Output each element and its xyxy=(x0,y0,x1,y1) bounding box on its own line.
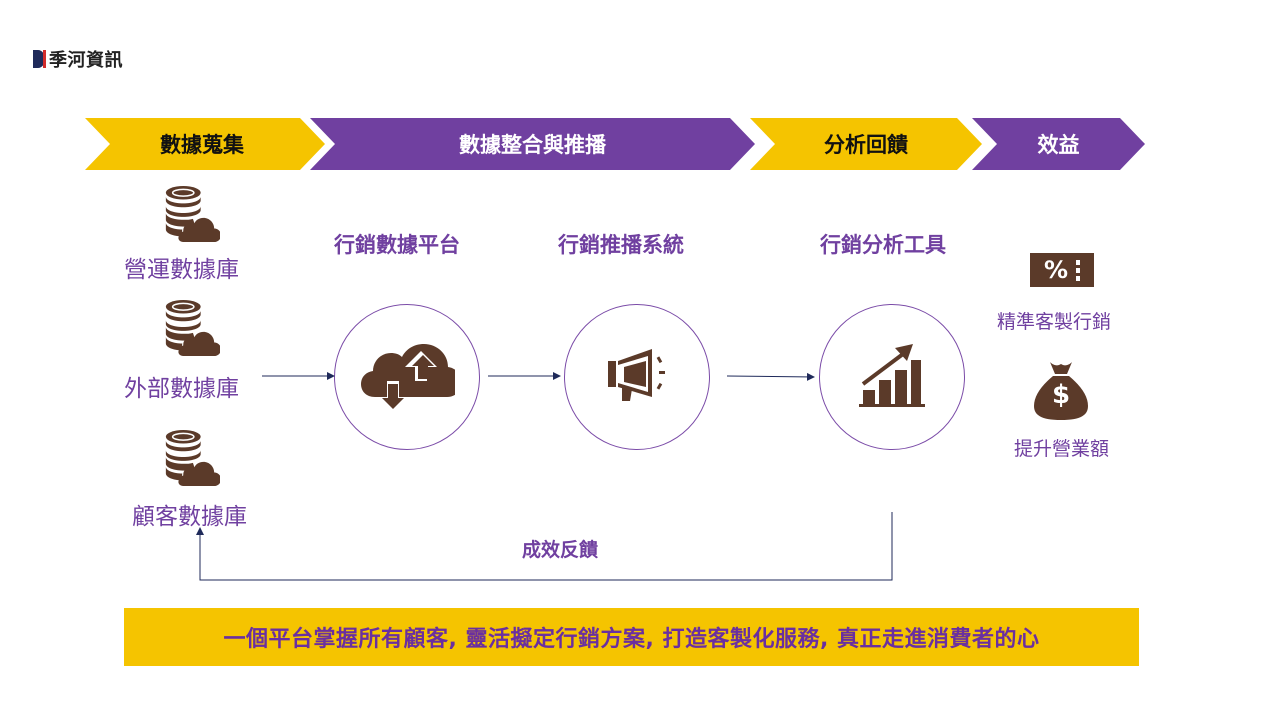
database-label: 營運數據庫 xyxy=(124,257,239,283)
benefit-label: 精準客製行銷 xyxy=(997,311,1112,333)
chevron-label: 分析回饋 xyxy=(824,133,908,157)
summary-banner: 一個平台掌握所有顧客, 靈活擬定行銷方案, 打造客製化服務, 真正走進消費者的心 xyxy=(124,608,1139,666)
analysis-tool-circle xyxy=(819,304,965,450)
database-label: 外部數據庫 xyxy=(124,376,239,402)
discount-percent-symbol: % xyxy=(1043,256,1069,284)
chevron-analysis-feedback: 分析回饋 xyxy=(750,118,982,170)
chevron-data-integration: 數據整合與推播 xyxy=(310,118,755,170)
logo-mark-icon xyxy=(33,48,47,70)
chevron-label: 效益 xyxy=(1037,133,1080,157)
push-system-circle xyxy=(564,304,710,450)
money-bag-icon: $ xyxy=(1032,358,1090,426)
benefit-label: 提升營業額 xyxy=(1014,438,1110,460)
feedback-label: 成效反饋 xyxy=(522,539,599,561)
megaphone-icon xyxy=(602,347,672,407)
arrow-push-to-analysis xyxy=(726,372,815,381)
tool-label-analysis-tool: 行銷分析工具 xyxy=(820,233,946,257)
database-label: 顧客數據庫 xyxy=(132,504,247,530)
company-logo: 季河資訊 xyxy=(33,46,123,72)
growth-chart-icon xyxy=(859,342,925,412)
money-bag-dollar-symbol: $ xyxy=(1051,380,1071,410)
chevron-label: 數據整合與推播 xyxy=(459,133,606,157)
chevron-data-collection: 數據蒐集 xyxy=(85,118,325,170)
chevron-benefits: 效益 xyxy=(972,118,1145,170)
chevron-label: 數據蒐集 xyxy=(160,133,244,157)
tool-label-data-platform: 行銷數據平台 xyxy=(334,233,460,257)
feedback-loop-line xyxy=(196,512,893,581)
discount-tag-icon: % xyxy=(1030,253,1094,287)
company-logo-text: 季河資訊 xyxy=(49,50,123,71)
tool-label-push-system: 行銷推播系統 xyxy=(558,233,684,257)
cloud-sync-icon xyxy=(359,339,462,415)
summary-banner-text: 一個平台掌握所有顧客, 靈活擬定行銷方案, 打造客製化服務, 真正走進消費者的心 xyxy=(223,627,1040,652)
